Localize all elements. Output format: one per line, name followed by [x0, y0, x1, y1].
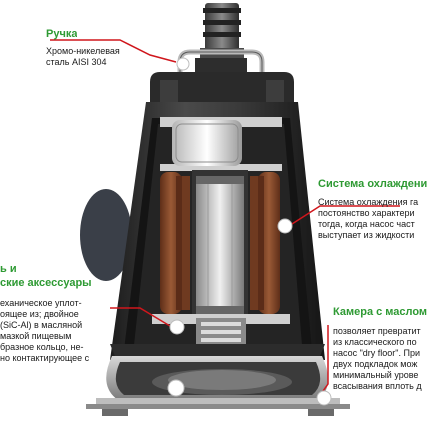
pointer-cooling [291, 205, 400, 225]
marker-seal [169, 319, 185, 335]
rotor-shaft [196, 176, 244, 314]
seal-callout-text: еханическое уплот- оящее из; двойное (Si… [0, 298, 90, 363]
marker-base [167, 379, 185, 397]
oil-chamber-callout-text: позволяет превратит из классического по … [333, 326, 422, 391]
handle-callout-title: Ручка [46, 28, 78, 40]
pointer-handle [50, 39, 177, 63]
callout-markers [167, 57, 332, 406]
pointer-seal [110, 307, 171, 327]
bearing-cap [172, 120, 242, 166]
marker-oil-chamber [316, 390, 332, 406]
marker-handle [176, 57, 190, 71]
marker-cooling [277, 218, 293, 234]
oil-chamber-callout-title: Камера с маслом [333, 306, 427, 318]
cooling-callout-text: Система охлаждения га постоянство характ… [318, 197, 419, 240]
outlet-pipe [205, 3, 239, 51]
cooling-callout-title: Система охлаждения [318, 178, 427, 190]
seal-callout-title: ь и ские аксессуары [0, 263, 92, 289]
handle-callout-text: Хромо-никелевая сталь AISI 304 [46, 46, 120, 67]
side-inlet [80, 189, 132, 281]
